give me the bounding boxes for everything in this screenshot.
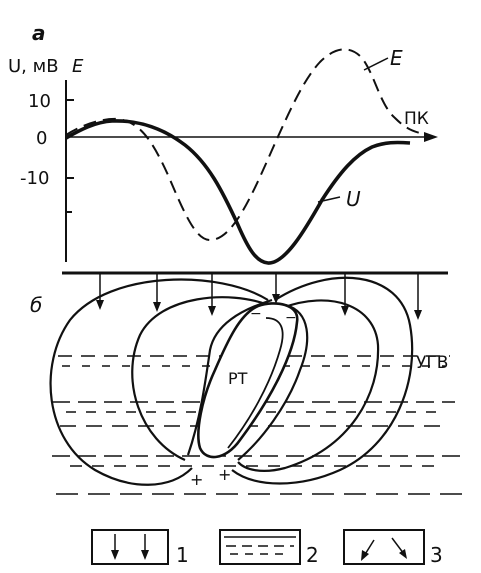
legend-flow-icon bbox=[361, 538, 407, 561]
tick-label-10: 10 bbox=[28, 91, 51, 112]
panel-a-label: а bbox=[32, 21, 46, 45]
plus-charge-bottom2: + bbox=[218, 465, 231, 484]
panel-b: б bbox=[30, 273, 465, 494]
ore-label: РТ bbox=[228, 369, 248, 388]
legend-arrow-icon bbox=[111, 534, 149, 560]
legend-box-3 bbox=[344, 530, 424, 564]
legend-box-1 bbox=[92, 530, 168, 564]
y-axis-label-e: E bbox=[72, 56, 84, 77]
legend-box-2 bbox=[220, 530, 300, 564]
minus-charge-top: − bbox=[250, 306, 262, 322]
tick-label-0: 0 bbox=[36, 128, 47, 149]
curve-u-label: U bbox=[346, 187, 361, 211]
legend-number-1: 1 bbox=[176, 543, 189, 567]
tick-label-neg10: -10 bbox=[20, 168, 49, 189]
x-axis-label: ПК bbox=[404, 109, 429, 129]
y-axis-label: U, мВ bbox=[8, 56, 59, 77]
legend: 1 2 3 bbox=[92, 530, 443, 567]
panel-a: а U, мВ E 10 0 -10 ПК E U bbox=[8, 21, 438, 263]
curve-e bbox=[66, 49, 420, 240]
x-axis-arrow bbox=[424, 132, 438, 142]
curve-e-leader bbox=[364, 58, 388, 70]
plus-charge-bottom: + bbox=[190, 470, 203, 489]
curve-e-label: E bbox=[390, 46, 403, 70]
legend-water-icon bbox=[224, 537, 296, 554]
ore-body bbox=[198, 303, 297, 457]
minus-charge-top2: − bbox=[285, 310, 297, 326]
water-table-label: УГВ bbox=[416, 353, 448, 373]
legend-number-2: 2 bbox=[306, 543, 319, 567]
legend-number-3: 3 bbox=[430, 543, 443, 567]
panel-b-label: б bbox=[30, 293, 42, 317]
